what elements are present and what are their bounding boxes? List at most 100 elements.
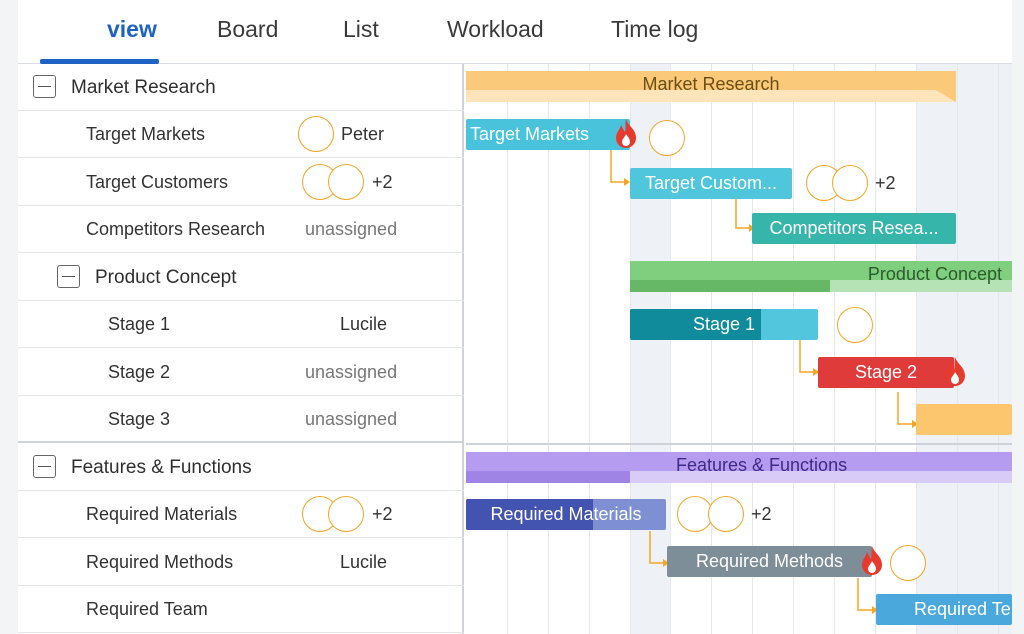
link-arrow-icon — [872, 606, 878, 614]
avatar — [649, 120, 685, 156]
avatar — [328, 164, 364, 200]
dependency-link — [649, 531, 663, 564]
project-progress-shape — [466, 471, 1012, 483]
project-progress-shape — [466, 90, 956, 102]
project-bar-product-concept[interactable]: Product Concept — [630, 261, 1012, 292]
view-tabs: view Board List Workload Time log — [18, 0, 1012, 64]
bar-label: Market Research — [642, 74, 780, 94]
link-arrow-icon — [813, 368, 819, 376]
task-bar-competitors-research[interactable]: Competitors Resea... — [752, 213, 956, 244]
task-bar-stage-2[interactable]: Stage 2 — [818, 357, 954, 388]
grid-line — [630, 64, 631, 634]
bar-label: Required Materials — [490, 504, 642, 524]
task-name: Target Markets — [86, 124, 206, 144]
grid-row[interactable]: Stage 3 unassigned — [18, 396, 464, 443]
grid-row[interactable]: Stage 2 unassigned — [18, 349, 464, 396]
bar-label: Target Custom... — [644, 173, 778, 193]
grid-row[interactable]: Required Team — [18, 586, 464, 633]
dependency-links — [610, 150, 918, 614]
bar-label: Target Markets — [470, 124, 590, 144]
tab-board[interactable]: Board — [217, 16, 279, 42]
task-bar-required-methods[interactable]: Required Methods — [667, 546, 872, 577]
tab-gantt-view[interactable]: view — [107, 16, 157, 42]
task-name: Product Concept — [95, 267, 237, 288]
tab-workload[interactable]: Workload — [447, 16, 544, 42]
task-name: Target Customers — [86, 172, 229, 192]
weekend-column — [916, 64, 1012, 634]
grid-line — [589, 64, 590, 634]
dependency-link — [897, 392, 912, 425]
task-name: Required Team — [86, 599, 208, 619]
task-name: Stage 1 — [108, 314, 171, 334]
grid-row-group[interactable]: Market Research — [18, 64, 464, 111]
bar-label: Product Concept — [867, 264, 1002, 284]
task-name: Stage 2 — [108, 362, 171, 382]
assignee-more-count: +2 — [875, 173, 896, 193]
task-bar-required-materials[interactable]: Required Materials — [466, 499, 666, 530]
active-tab-indicator — [40, 59, 159, 64]
task-name: Stage 3 — [108, 409, 171, 429]
grid-row-group[interactable]: Product Concept — [18, 254, 464, 301]
collapse-toggle-icon[interactable] — [33, 75, 56, 98]
assignee-name: Peter — [341, 124, 385, 144]
project-progress-shape — [630, 280, 1012, 292]
task-grid: Market Research Target Markets Peter Tar… — [18, 64, 464, 634]
link-arrow-icon — [912, 420, 918, 428]
task-name: Required Materials — [86, 504, 238, 524]
bar-label: Competitors Resea... — [769, 218, 939, 238]
flame-icon — [616, 119, 636, 148]
task-bar-target-markets[interactable]: Target Markets — [466, 119, 630, 150]
grid-row[interactable]: Target Customers +2 — [18, 159, 464, 206]
task-bar-required-team[interactable]: Required Te — [876, 594, 1012, 625]
avatar — [677, 496, 713, 532]
collapse-toggle-icon[interactable] — [57, 265, 80, 288]
gantt-chart: Market Research Target Markets Target Cu… — [466, 64, 1012, 634]
bar-label: Features & Functions — [676, 455, 848, 475]
link-arrow-icon — [624, 178, 630, 186]
assignee-more-count: +2 — [372, 172, 393, 192]
flame-icon — [945, 357, 965, 386]
assignee-more-count: +2 — [751, 504, 772, 524]
grid-line — [548, 64, 549, 634]
project-bar-market-research[interactable]: Market Research — [466, 71, 956, 102]
grid-row[interactable]: Target Markets Peter — [18, 111, 464, 158]
grid-line — [670, 64, 671, 634]
gantt-app: view Board List Workload Time log Market… — [18, 0, 1012, 634]
dependency-link — [857, 578, 872, 611]
project-bar-features-functions[interactable]: Features & Functions — [466, 452, 1012, 483]
tab-time-log[interactable]: Time log — [611, 16, 699, 42]
assignee-name: Lucile — [340, 552, 388, 572]
dependency-link — [610, 150, 624, 183]
bar-label: Stage 2 — [854, 362, 918, 382]
task-progress — [630, 309, 761, 340]
avatar — [832, 165, 868, 201]
task-name: Required Methods — [86, 552, 234, 572]
task-bar-target-customers[interactable]: Target Custom... — [630, 168, 792, 199]
assignee-name: Lucile — [340, 314, 388, 334]
task-progress — [466, 499, 593, 530]
assignee-name: unassigned — [305, 362, 398, 382]
collapse-toggle-icon[interactable] — [33, 455, 56, 478]
avatar — [708, 496, 744, 532]
grid-line — [998, 64, 999, 634]
task-name: Market Research — [71, 77, 216, 98]
avatar — [298, 116, 334, 152]
grid-row[interactable]: Required Materials +2 — [18, 491, 464, 538]
task-name: Features & Functions — [71, 457, 252, 478]
avatar — [890, 545, 926, 581]
tab-list[interactable]: List — [343, 16, 379, 42]
grid-row[interactable]: Required Methods Lucile — [18, 539, 464, 586]
task-bar-stage-3[interactable] — [916, 404, 1012, 435]
task-bar-stage-1[interactable]: Stage 1 — [630, 309, 818, 340]
dependency-link — [735, 198, 749, 229]
grid-line — [916, 64, 917, 634]
assignee-name: unassigned — [305, 219, 398, 239]
grid-row[interactable]: Competitors Research unassigned — [18, 206, 464, 253]
flame-icon — [862, 546, 882, 575]
bar-label: Required Methods — [695, 551, 844, 571]
avatar — [837, 307, 873, 343]
grid-line — [834, 64, 835, 634]
grid-row[interactable]: Stage 1 Lucile — [18, 301, 464, 348]
grid-row-group[interactable]: Features & Functions — [18, 444, 464, 491]
task-name: Competitors Research — [86, 219, 266, 239]
